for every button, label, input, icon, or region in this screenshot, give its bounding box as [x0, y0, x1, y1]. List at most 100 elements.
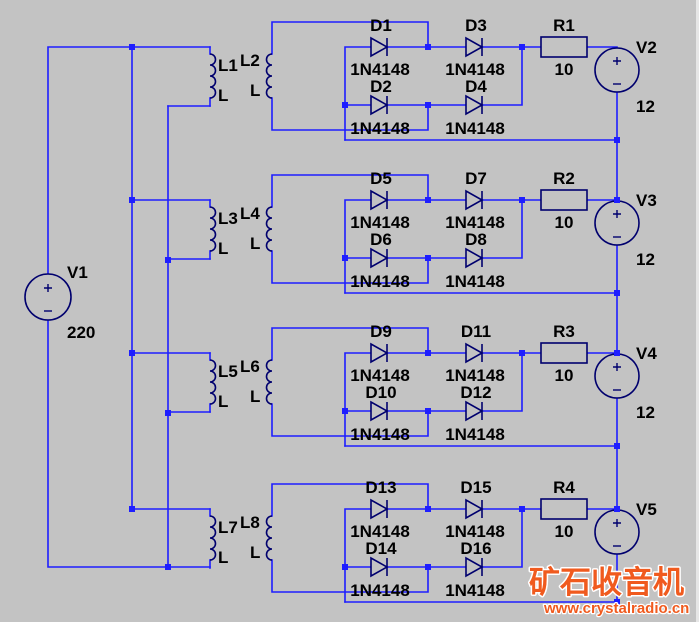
diode-triangle — [370, 94, 389, 116]
diode-model-label[interactable]: 1N4148 — [350, 366, 410, 385]
primary-inductor-value-label[interactable]: L — [218, 239, 228, 258]
diode-d5[interactable] — [370, 189, 389, 211]
diode-model-label[interactable]: 1N4148 — [350, 60, 410, 79]
diode-model-label[interactable]: 1N4148 — [445, 425, 505, 444]
diode-d13[interactable] — [370, 498, 389, 520]
diode-model-label[interactable]: 1N4148 — [445, 272, 505, 291]
diode-name-label[interactable]: D8 — [465, 230, 487, 249]
diode-model-label[interactable]: 1N4148 — [350, 581, 410, 600]
diode-model-label[interactable]: 1N4148 — [445, 522, 505, 541]
inductor-l7[interactable] — [209, 515, 217, 561]
diode-d3[interactable] — [465, 36, 484, 58]
diode-name-label[interactable]: D16 — [460, 539, 491, 558]
primary-inductor-name-label[interactable]: L7 — [218, 518, 238, 537]
diode-d11[interactable] — [465, 342, 484, 364]
diode-d8[interactable] — [465, 247, 484, 269]
diode-d1[interactable] — [370, 36, 389, 58]
inductor-l4[interactable] — [265, 206, 273, 252]
diode-d2[interactable] — [370, 94, 389, 116]
resistor-r4[interactable] — [540, 498, 588, 520]
resistor-value-label[interactable]: 10 — [555, 60, 574, 79]
resistor-r3[interactable] — [540, 342, 588, 364]
inductor-l1[interactable] — [209, 53, 217, 99]
output-source-value-label[interactable]: 12 — [636, 250, 655, 269]
resistor-r2[interactable] — [540, 189, 588, 211]
diode-model-label[interactable]: 1N4148 — [350, 425, 410, 444]
diode-model-label[interactable]: 1N4148 — [445, 366, 505, 385]
output-source-value-label[interactable]: 12 — [636, 97, 655, 116]
diode-d12[interactable] — [465, 400, 484, 422]
diode-name-label[interactable]: D7 — [465, 169, 487, 188]
output-source-name-label[interactable]: V5 — [636, 500, 657, 519]
diode-name-label[interactable]: D6 — [370, 230, 392, 249]
diode-name-label[interactable]: D10 — [365, 383, 396, 402]
output-source-name-label[interactable]: V2 — [636, 38, 657, 57]
diode-name-label[interactable]: D13 — [365, 478, 396, 497]
secondary-inductor-value-label[interactable]: L — [250, 387, 260, 406]
diode-model-label[interactable]: 1N4148 — [350, 272, 410, 291]
inductor-l3[interactable] — [209, 206, 217, 252]
primary-inductor-name-label[interactable]: L1 — [218, 56, 238, 75]
resistor-name-label[interactable]: R4 — [553, 478, 575, 497]
inductor-l2[interactable] — [265, 53, 273, 99]
secondary-inductor-name-label[interactable]: L8 — [240, 513, 260, 532]
inductor-l8[interactable] — [265, 515, 273, 561]
voltage-source-v3[interactable] — [594, 200, 640, 246]
secondary-inductor-name-label[interactable]: L6 — [240, 357, 260, 376]
output-source-name-label[interactable]: V4 — [636, 344, 657, 363]
diode-name-label[interactable]: D3 — [465, 16, 487, 35]
inductor-l5[interactable] — [209, 359, 217, 405]
secondary-inductor-value-label[interactable]: L — [250, 543, 260, 562]
primary-inductor-value-label[interactable]: L — [218, 392, 228, 411]
primary-inductor-value-label[interactable]: L — [218, 548, 228, 567]
diode-name-label[interactable]: D11 — [461, 322, 491, 341]
resistor-name-label[interactable]: R3 — [553, 322, 575, 341]
diode-model-label[interactable]: 1N4148 — [445, 581, 505, 600]
diode-name-label[interactable]: D1 — [370, 16, 392, 35]
diode-d6[interactable] — [370, 247, 389, 269]
source-value-label[interactable]: 220 — [67, 323, 95, 342]
output-source-name-label[interactable]: V3 — [636, 191, 657, 210]
diode-name-label[interactable]: D12 — [460, 383, 491, 402]
diode-d7[interactable] — [465, 189, 484, 211]
voltage-source-v4[interactable] — [594, 353, 640, 399]
diode-model-label[interactable]: 1N4148 — [350, 213, 410, 232]
voltage-source-v5[interactable] — [594, 509, 640, 555]
diode-model-label[interactable]: 1N4148 — [445, 60, 505, 79]
diode-name-label[interactable]: D15 — [460, 478, 491, 497]
secondary-inductor-name-label[interactable]: L4 — [240, 204, 260, 223]
resistor-value-label[interactable]: 10 — [555, 213, 574, 232]
primary-inductor-value-label[interactable]: L — [218, 86, 228, 105]
diode-model-label[interactable]: 1N4148 — [445, 119, 505, 138]
resistor-name-label[interactable]: R2 — [553, 169, 575, 188]
voltage-source-v1[interactable] — [24, 273, 72, 321]
primary-inductor-name-label[interactable]: L5 — [218, 362, 238, 381]
diode-d14[interactable] — [370, 556, 389, 578]
resistor-r1[interactable] — [540, 36, 588, 58]
diode-model-label[interactable]: 1N4148 — [350, 119, 410, 138]
diode-d10[interactable] — [370, 400, 389, 422]
output-source-value-label[interactable]: 12 — [636, 403, 655, 422]
diode-model-label[interactable]: 1N4148 — [445, 213, 505, 232]
diode-d16[interactable] — [465, 556, 484, 578]
secondary-inductor-value-label[interactable]: L — [250, 234, 260, 253]
diode-d4[interactable] — [465, 94, 484, 116]
source-name-label[interactable]: V1 — [67, 263, 88, 282]
secondary-inductor-name-label[interactable]: L2 — [240, 51, 260, 70]
diode-model-label[interactable]: 1N4148 — [350, 522, 410, 541]
voltage-source-v2[interactable] — [594, 47, 640, 93]
diode-name-label[interactable]: D4 — [465, 77, 487, 96]
diode-d15[interactable] — [465, 498, 484, 520]
resistor-value-label[interactable]: 10 — [555, 366, 574, 385]
diode-name-label[interactable]: D5 — [370, 169, 392, 188]
primary-inductor-name-label[interactable]: L3 — [218, 209, 238, 228]
secondary-inductor-value-label[interactable]: L — [250, 81, 260, 100]
inductor-l6[interactable] — [265, 359, 273, 405]
diode-name-label[interactable]: D2 — [370, 77, 392, 96]
diode-name-label[interactable]: D14 — [365, 539, 397, 558]
resistor-name-label[interactable]: R1 — [553, 16, 575, 35]
diode-name-label[interactable]: D9 — [370, 322, 392, 341]
resistor-value-label[interactable]: 10 — [555, 522, 574, 541]
diode-d9[interactable] — [370, 342, 389, 364]
